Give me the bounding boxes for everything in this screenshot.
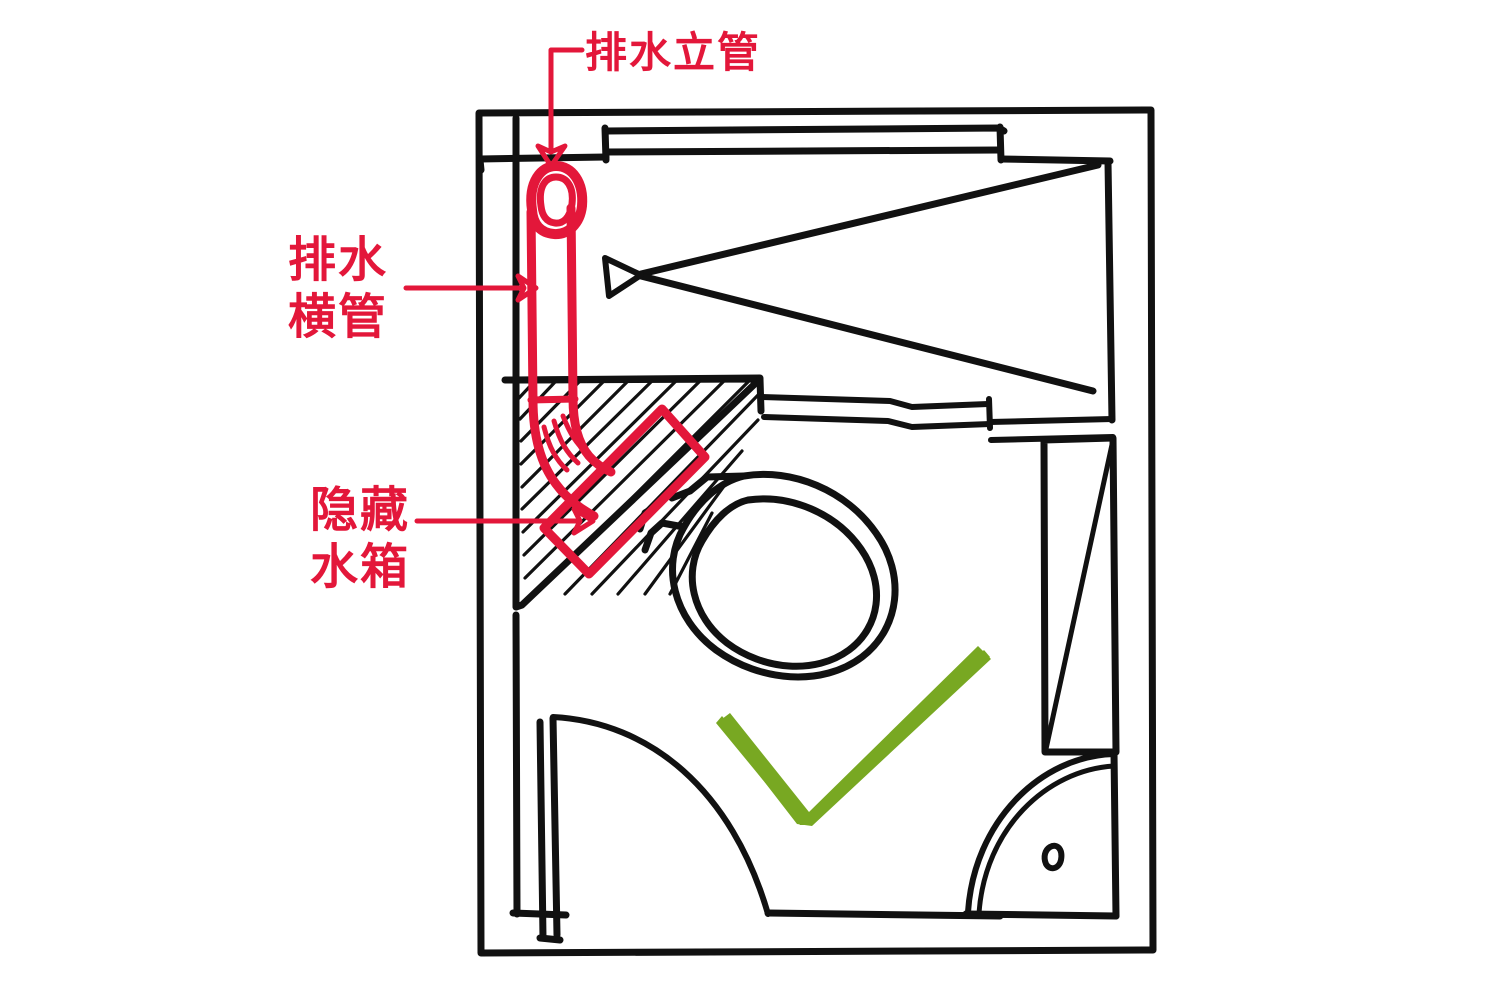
counter-line-top (759, 394, 991, 410)
door-swing-line-upper (637, 161, 1102, 278)
shower-tray-diagonal (1043, 437, 1116, 752)
corner-basin-bottom-edge (962, 910, 1120, 920)
plan-linework (475, 106, 1157, 957)
door-arc (550, 714, 771, 917)
annotation-tank-line1: 隐藏 (310, 482, 411, 538)
annotation-label-concealed-tank: 隐藏水箱 (310, 482, 410, 595)
approved-check-icon (718, 646, 991, 826)
corner-basin-arc-outer (965, 751, 1117, 915)
toilet-tank-connector-upper (668, 472, 748, 502)
counter-line-bottom (761, 414, 993, 430)
tank-leader-arrow (571, 506, 596, 536)
window-sill-right (997, 155, 1114, 165)
toilet-seat-inner (688, 495, 881, 670)
annotation-tank-line2: 水箱 (310, 538, 411, 595)
drain-hole-icon (1041, 842, 1065, 872)
annotation-label-drainage-stack: 排水立管 (585, 28, 762, 77)
annotation-label-horizontal-drain: 排水横管 (288, 232, 388, 345)
door-swing-arrowhead (602, 255, 644, 299)
door-leaf-outer (549, 714, 561, 939)
toilet-bowl-outer (669, 470, 899, 681)
door-swing-line-lower (637, 272, 1097, 395)
corner-basin-arc-inner (976, 763, 1117, 916)
annotation-horiz-line1: 排水 (288, 232, 389, 288)
plumbing-overlay-red (403, 47, 710, 579)
door-jamb-bottom (764, 909, 1004, 920)
pipe-elbow-joint-line (527, 395, 579, 404)
inner-wall-top-right (1104, 158, 1116, 424)
counter-line-ext-top (987, 416, 1115, 425)
window-line-inner (602, 146, 1004, 156)
door-leaf-bottom (536, 934, 564, 944)
window-jamb-left (601, 124, 610, 164)
window-line-outer (602, 124, 1008, 135)
window-jamb-right (996, 123, 1005, 164)
annotation-horiz-line2: 横管 (288, 288, 389, 345)
stack-leader-line (548, 47, 585, 155)
stack-pipe-cap-inner (536, 173, 576, 227)
corner-basin-right-edge (1110, 748, 1120, 920)
wall-joint-left-top (476, 156, 485, 174)
pipe-flow-ticks (541, 413, 589, 473)
door-leaf-inner (536, 718, 547, 942)
stack-leader-arrow (535, 143, 568, 169)
pipe-elbow-outer (528, 395, 599, 521)
horizontal-leader-arrow (515, 273, 539, 303)
outer-wall (475, 106, 1157, 957)
stack-pipe-cap-outer (526, 161, 588, 239)
concealed-tank-box (539, 404, 710, 579)
toilet-tank-connector-lower (641, 519, 688, 554)
vertical-stack-pipe (526, 203, 578, 405)
